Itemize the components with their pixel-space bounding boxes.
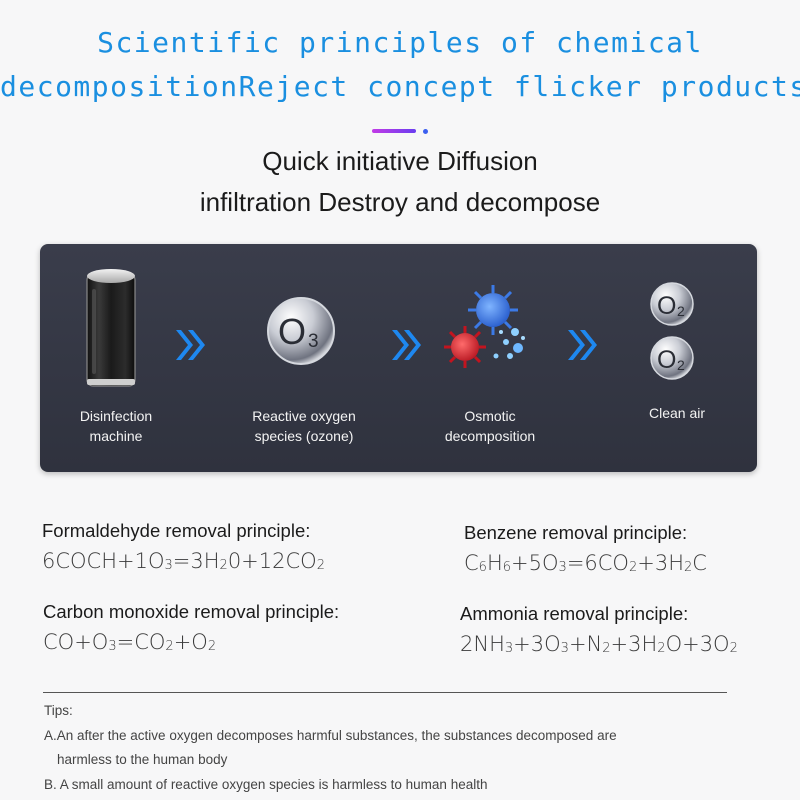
arrow-icon-2: [392, 330, 421, 360]
ozone-symbol: O: [278, 311, 306, 352]
germs-icon: [444, 285, 525, 368]
ammonia-principle: Ammonia removal principle: 2NH3+3O3+N2+3…: [460, 603, 738, 656]
step-label-line: Reactive oxygen: [252, 408, 356, 424]
step-label-osmotic-decomposition: Osmotic decomposition: [415, 406, 565, 446]
accent-dot: [423, 129, 428, 134]
carbon-monoxide-principle: Carbon monoxide removal principle: CO+O3…: [43, 601, 339, 654]
formula-equation: 2NH3+3O3+N2+3H2O+3O2: [460, 632, 738, 656]
step-label-line: Disinfection: [79, 408, 153, 424]
formula-title: Ammonia removal principle:: [460, 603, 689, 624]
formula-title: Carbon monoxide removal principle:: [43, 601, 340, 622]
tips-title: Tips:: [44, 703, 73, 718]
formula-title: Formaldehyde removal principle:: [42, 520, 311, 541]
process-panel: O 3: [40, 244, 757, 472]
accent-bar: [372, 129, 416, 133]
formula-equation: C6H6+5O3=6CO2+3H2C: [464, 551, 707, 575]
formaldehyde-principle: Formaldehyde removal principle: 6COCH+1O…: [42, 520, 325, 573]
step-label-clean-air: Clean air: [602, 403, 752, 423]
benzene-principle: Benzene removal principle: C6H6+5O3=6CO2…: [464, 522, 707, 575]
process-illustration: O 3: [86, 269, 694, 387]
oxygen-symbol: O: [657, 292, 676, 320]
formula-equation: CO+O3=CO2+O2: [43, 630, 217, 654]
step-label-reactive-oxygen: Reactive oxygen species (ozone): [229, 406, 379, 446]
headline-line-2: decompositionReject concept flicker prod…: [0, 70, 800, 103]
ozone-subscript: 3: [308, 331, 319, 352]
headline-line-1: Scientific principles of chemical: [97, 26, 703, 59]
step-label-line: Clean air: [648, 405, 706, 421]
formula-title: Benzene removal principle:: [464, 522, 688, 543]
subheading-line-2: infiltration Destroy and decompose: [199, 187, 601, 217]
oxygen-symbol: O: [657, 346, 676, 374]
oxygen-subscript: 2: [677, 357, 685, 373]
formula-equation: 6COCH+1O3=3H20+12CO2: [42, 549, 325, 573]
tip-a-line-1: A.An after the active oxygen decomposes …: [44, 728, 617, 743]
divider: [43, 692, 727, 693]
arrow-icon-1: [176, 330, 205, 360]
step-label-line: decomposition: [444, 428, 536, 444]
ozone-bubble-icon: O 3: [267, 297, 335, 365]
oxygen-bubbles-icon: O 2 O 2: [650, 282, 694, 380]
step-label-line: species (ozone): [254, 428, 354, 444]
step-label-line: machine: [89, 428, 143, 444]
oxygen-subscript: 2: [677, 303, 685, 319]
tip-b: B. A small amount of reactive oxygen spe…: [44, 777, 488, 792]
step-label-disinfection-machine: Disinfection machine: [41, 406, 191, 446]
subheading-line-1: Quick initiative Diffusion: [262, 146, 538, 176]
disinfection-machine-icon: [86, 269, 136, 387]
arrow-icon-3: [568, 330, 597, 360]
step-label-line: Osmotic: [464, 408, 516, 424]
tip-a-line-2: harmless to the human body: [57, 752, 228, 767]
